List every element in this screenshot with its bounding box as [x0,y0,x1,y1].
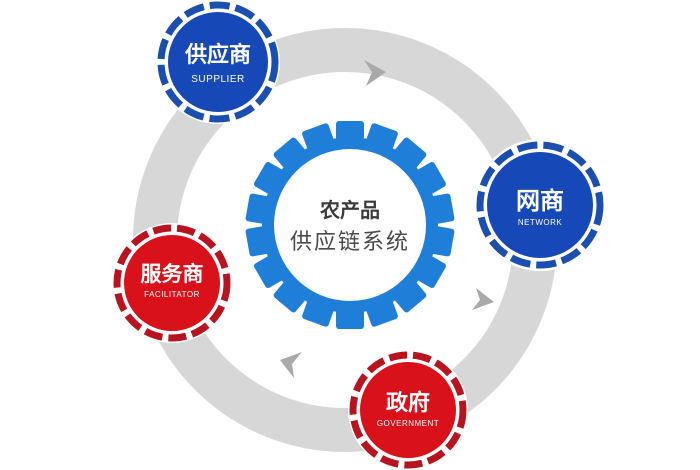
node-supplier[interactable]: 供应商 SUPPLIER [156,0,280,124]
node-label-zh: 网商 [516,187,564,215]
gear-inner [274,149,426,301]
node-label-en: SUPPLIER [191,74,244,85]
node-government[interactable]: 政府 GOVERNMENT [348,350,468,470]
arrow-icon-right [472,288,494,310]
center-title: 农产品 [319,198,380,222]
node-label-zh: 供应商 [184,42,251,68]
node-label-zh: 服务商 [141,262,204,286]
node-label-en: GOVERNMENT [377,419,439,428]
node-label-en: FACILITATOR [144,290,200,299]
node-facilitator[interactable]: 服务商 FACILITATOR [112,223,232,343]
cycle-arrows [280,60,494,378]
node-label-en: NETWORK [518,218,563,227]
arrow-icon-top [364,60,386,86]
center-gear: 农产品 供应链系统 [245,121,455,329]
center-subtitle: 供应链系统 [290,230,410,255]
node-network[interactable]: 网商 NETWORK [474,139,606,271]
arrow-icon-bottom [280,352,302,378]
node-label-zh: 政府 [386,390,430,416]
gear-teeth [245,121,455,329]
